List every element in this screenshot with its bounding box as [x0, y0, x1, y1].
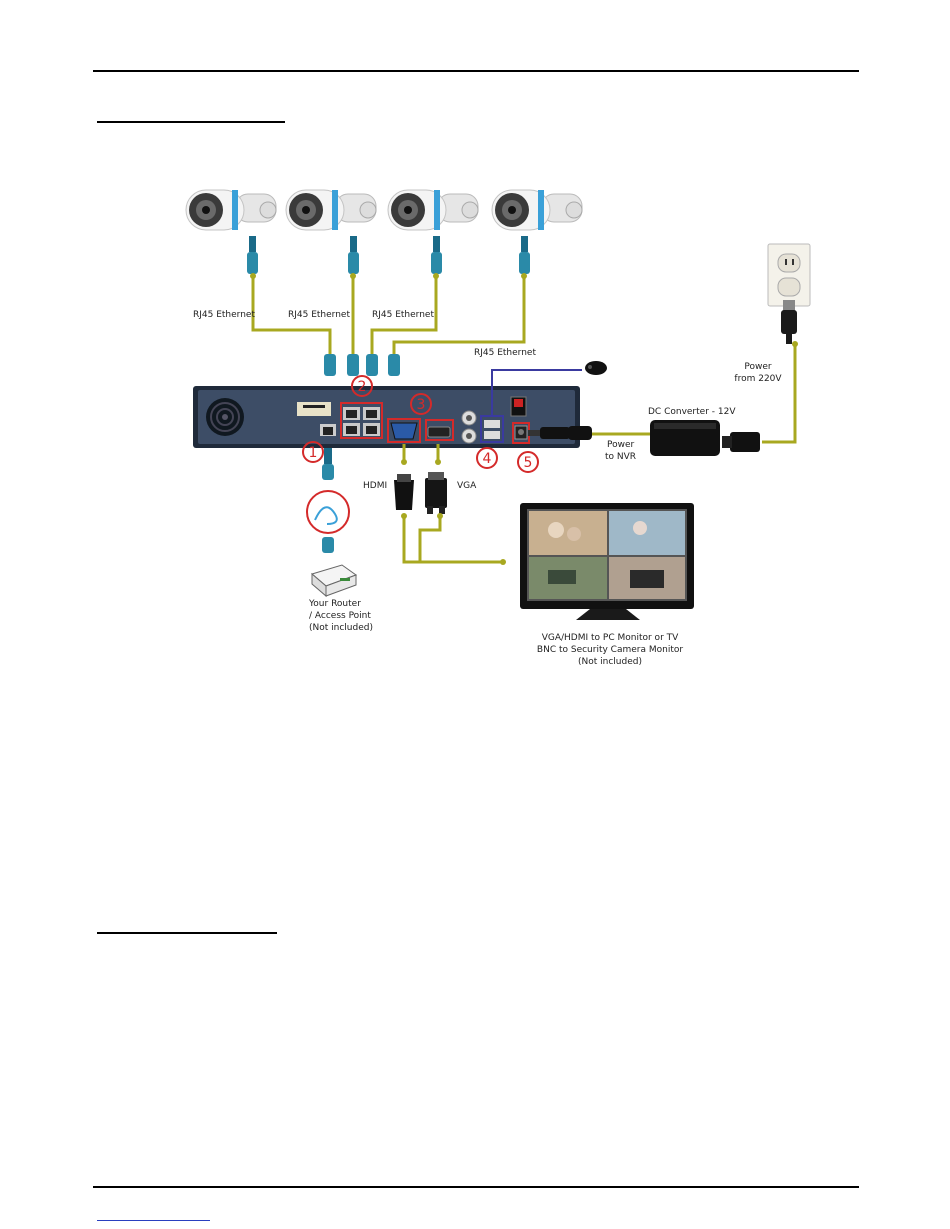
power-nvr-label-1: Power	[607, 440, 634, 451]
callout-1: 1	[309, 445, 318, 461]
rj45-connector-icon	[247, 236, 530, 274]
power-plug-icon	[781, 300, 797, 344]
monitor-label-3: (Not included)	[510, 657, 710, 668]
cable-dots	[250, 273, 527, 279]
camera-icon	[286, 190, 376, 230]
rj45-label-1: RJ45 Ethernet	[193, 310, 255, 321]
ac-plug	[722, 432, 760, 452]
rj45-label-2: RJ45 Ethernet	[288, 310, 350, 321]
router-cable	[307, 448, 349, 553]
callout-3: 3	[417, 397, 426, 413]
camera-4	[492, 190, 582, 230]
nvr-recorder	[193, 386, 580, 448]
hdmi-connector-icon	[394, 474, 414, 510]
camera-2	[286, 190, 376, 230]
camera-icon	[388, 190, 478, 230]
callout-5: 5	[524, 455, 533, 471]
callout-2: 2	[358, 379, 367, 395]
vga-label: VGA	[457, 481, 476, 492]
callout-4: 4	[483, 451, 492, 467]
router-label-1: Your Router	[309, 599, 361, 610]
power-220-label-1: Power	[728, 362, 788, 373]
dc-converter-label: DC Converter - 12V	[648, 407, 735, 418]
power-220-label-2: from 220V	[728, 374, 788, 385]
router-icon	[312, 565, 356, 596]
dc-adapter-icon	[650, 420, 720, 456]
rj45-label-3: RJ45 Ethernet	[372, 310, 434, 321]
camera-1	[186, 190, 276, 230]
router-label-3: (Not included)	[309, 623, 373, 634]
router-label-2: / Access Point	[309, 611, 371, 622]
wall-outlet-icon	[768, 244, 810, 306]
monitor-label-1: VGA/HDMI to PC Monitor or TV	[510, 633, 710, 644]
camera-3	[388, 190, 478, 230]
ac-cable	[762, 344, 795, 442]
monitor-label-2: BNC to Security Camera Monitor	[510, 645, 710, 656]
mouse-icon	[585, 361, 607, 375]
camera-icon	[492, 190, 582, 230]
rj45-connector-icon	[324, 354, 400, 376]
hdmi-label: HDMI	[363, 481, 387, 492]
rj45-label-4: RJ45 Ethernet	[474, 348, 536, 359]
vga-connector-icon	[425, 472, 447, 514]
fan-icon	[206, 398, 244, 436]
power-nvr-label-2: to NVR	[605, 452, 636, 463]
camera-icon	[186, 190, 276, 230]
monitor-icon	[520, 503, 694, 620]
